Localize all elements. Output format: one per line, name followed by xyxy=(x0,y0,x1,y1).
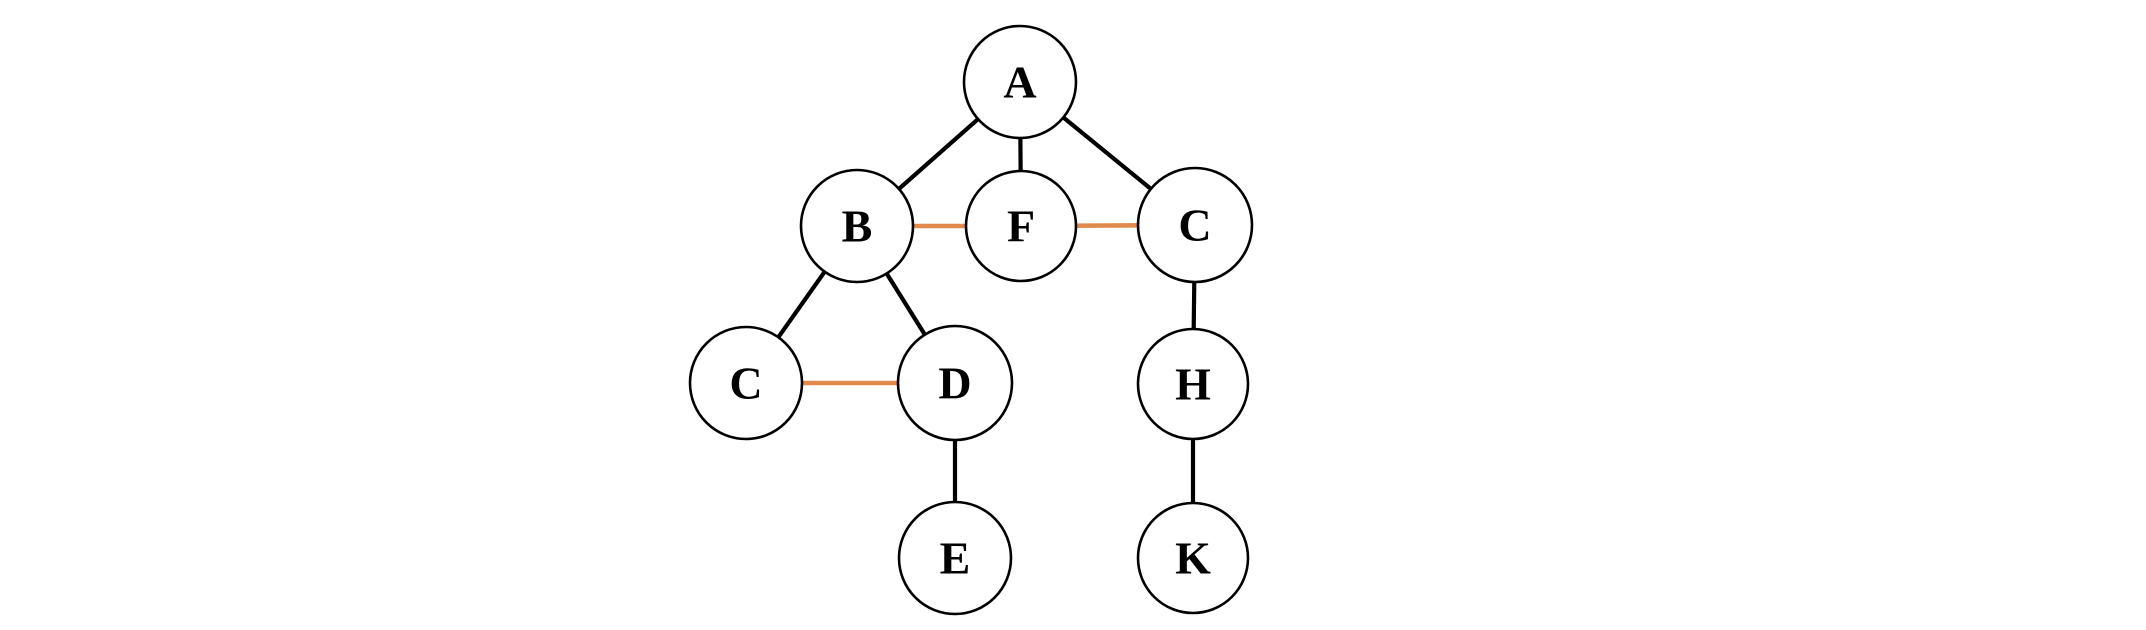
node-H: H xyxy=(1136,327,1250,441)
node-B: B xyxy=(799,168,915,284)
node-A-circle xyxy=(962,24,1078,140)
node-C1: C xyxy=(1136,166,1254,284)
node-F-circle xyxy=(964,169,1078,283)
node-E: E xyxy=(897,500,1013,616)
node-D-circle xyxy=(896,324,1014,442)
node-K-circle xyxy=(1136,501,1250,615)
node-C2: C xyxy=(688,325,804,441)
node-K: K xyxy=(1136,501,1250,615)
node-E-circle xyxy=(897,500,1013,616)
node-D: D xyxy=(896,324,1014,442)
node-C2-circle xyxy=(688,325,804,441)
node-C1-circle xyxy=(1136,166,1254,284)
node-H-circle xyxy=(1136,327,1250,441)
node-B-circle xyxy=(799,168,915,284)
node-A: A xyxy=(962,24,1078,140)
node-F: F xyxy=(964,169,1078,283)
